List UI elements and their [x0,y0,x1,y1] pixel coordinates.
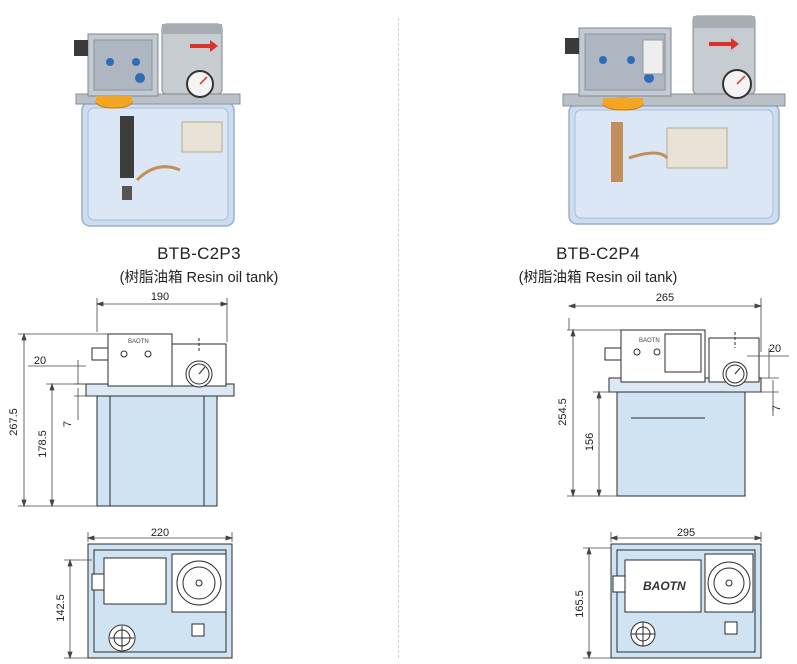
dim-step: 7 [62,421,74,427]
dim-plan-width: 295 [677,528,695,539]
top-view-drawing-c2p4: BAOTN 295 165.5 [574,528,763,660]
dim-tank-height: 156 [584,433,596,451]
product-photo-c2p4 [562,15,786,225]
front-brand-label: BAOTN [128,339,149,345]
front-view-drawing-c2p4: BAOTN 265 254.5 156 20 [557,292,789,498]
product-subtitle: (树脂油箱 Resin oil tank) [518,270,678,286]
dim-flange-offset: 20 [769,343,781,355]
dim-total-height: 254.5 [557,398,569,426]
dim-plan-depth: 142.5 [55,594,67,622]
top-view-drawing-c2p3: 220 142.5 [55,528,234,660]
dim-total-height: 267.5 [8,408,20,436]
dim-plan-width: 220 [151,528,169,539]
plan-brand-label: BAOTN [643,579,686,593]
dim-top-width: 265 [656,292,674,304]
dim-flange-offset: 20 [34,355,46,367]
product-subtitle: (树脂油箱 Resin oil tank) [119,270,279,286]
product-model: BTB-C2P3 [157,244,241,263]
product-panel-c2p4: BTB-C2P4 (树脂油箱 Resin oil tank) BAOTN 2 [399,0,797,664]
product-panel-c2p3: BTB-C2P3 (树脂油箱 Resin oil tank) [0,0,398,664]
front-brand-label: BAOTN [639,338,660,344]
dim-tank-height: 178.5 [37,430,49,458]
product-model: BTB-C2P4 [556,244,640,263]
dim-plan-depth: 165.5 [574,590,586,618]
product-photo-c2p3 [74,23,241,227]
panel-divider [398,18,399,658]
dim-top-width: 190 [151,292,169,303]
front-view-drawing-c2p3: BAOTN 190 267.5 178.5 20 [8,292,235,508]
dim-step: 7 [771,405,783,411]
